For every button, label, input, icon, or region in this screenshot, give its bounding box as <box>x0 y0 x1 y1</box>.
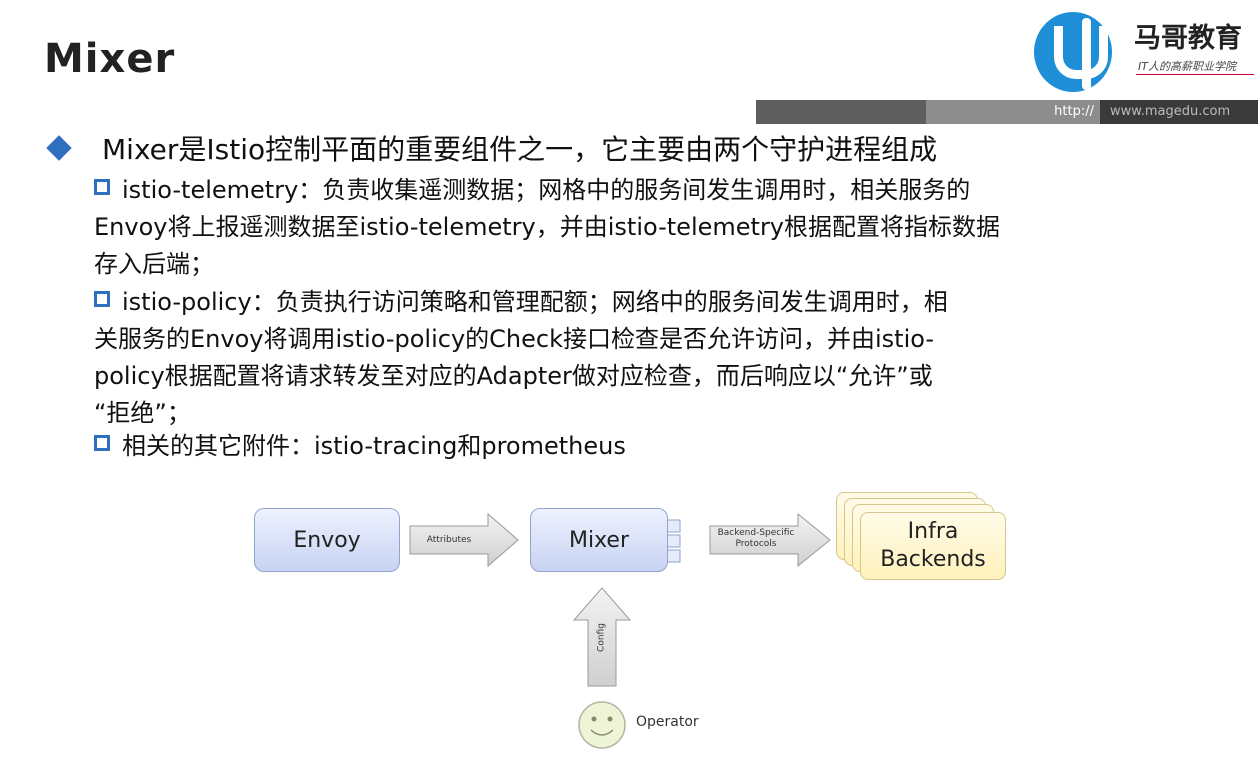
square-bullet-icon <box>94 179 110 195</box>
operator-smiley-icon <box>578 701 626 749</box>
page-title: Mixer <box>44 36 176 82</box>
mixer-box: Mixer <box>530 508 668 572</box>
config-label: Config <box>596 623 607 652</box>
operator-label: Operator <box>636 714 699 730</box>
mixer-label: Mixer <box>568 527 630 553</box>
sub-bullet-policy: istio-policy：负责执行访问策略和管理配额；网络中的服务间发生调用时，… <box>94 284 1232 432</box>
sub-bullet-addons: 相关的其它附件：istio-tracing和prometheus <box>94 428 1232 465</box>
envoy-label: Envoy <box>293 527 361 553</box>
envoy-box: Envoy <box>254 508 400 572</box>
protocols-label: Backend-Specific Protocols <box>710 528 802 550</box>
logo-mark-icon <box>1034 12 1112 92</box>
mixer-diagram: Envoy Mixer Infra Backends Attributes Ba… <box>0 480 1258 770</box>
square-bullet-icon <box>94 435 110 451</box>
square-bullet-icon <box>94 291 110 307</box>
sub-bullet-line: istio-telemetry：负责收集遥测数据；网格中的服务间发生调用时，相关… <box>122 176 971 204</box>
sub-bullet-line: istio-policy：负责执行访问策略和管理配额；网络中的服务间发生调用时，… <box>122 288 948 316</box>
attributes-label: Attributes <box>426 535 472 545</box>
brand-logo: 马哥教育 IT人的高薪职业学院 <box>1032 8 1258 100</box>
sub-bullet-line: Envoy将上报遥测数据至istio-telemetry，并由istio-tel… <box>94 213 1001 241</box>
attributes-arrow-icon <box>409 512 519 568</box>
infra-backends-box: Infra Backends <box>860 512 1006 580</box>
main-bullet-text: Mixer是Istio控制平面的重要组件之一，它主要由两个守护进程组成 <box>102 133 938 166</box>
protocols-arrow-icon <box>709 512 831 568</box>
protocols-label-line1: Backend-Specific <box>717 528 795 538</box>
infra-label-line1: Infra <box>907 519 959 544</box>
sub-bullet-line: 存入后端； <box>94 250 214 278</box>
url-protocol: http:// <box>926 100 1100 124</box>
diagram-arrows <box>409 512 831 749</box>
logo-name: 马哥教育 <box>1134 23 1242 54</box>
config-arrow-icon <box>572 587 632 687</box>
url-domain: www.magedu.com <box>1100 100 1258 124</box>
diamond-bullet-icon <box>46 135 72 161</box>
sub-bullet-telemetry: istio-telemetry：负责收集遥测数据；网格中的服务间发生调用时，相关… <box>94 172 1232 283</box>
url-banner: http:// www.magedu.com <box>756 100 1258 124</box>
sub-bullet-line: “拒绝”； <box>94 399 191 427</box>
protocols-label-line2: Protocols <box>735 539 777 549</box>
main-bullet: Mixer是Istio控制平面的重要组件之一，它主要由两个守护进程组成 <box>44 128 937 168</box>
infra-label-line2: Backends <box>880 547 986 572</box>
sub-bullet-line: 相关的其它附件：istio-tracing和prometheus <box>122 432 626 460</box>
logo-slogan: IT人的高薪职业学院 <box>1138 60 1236 73</box>
sub-bullet-line: policy根据配置将请求转发至对应的Adapter做对应检查，而后响应以“允许… <box>94 362 933 390</box>
sub-bullet-line: 关服务的Envoy将调用istio-policy的Check接口检查是否允许访问… <box>94 325 935 353</box>
